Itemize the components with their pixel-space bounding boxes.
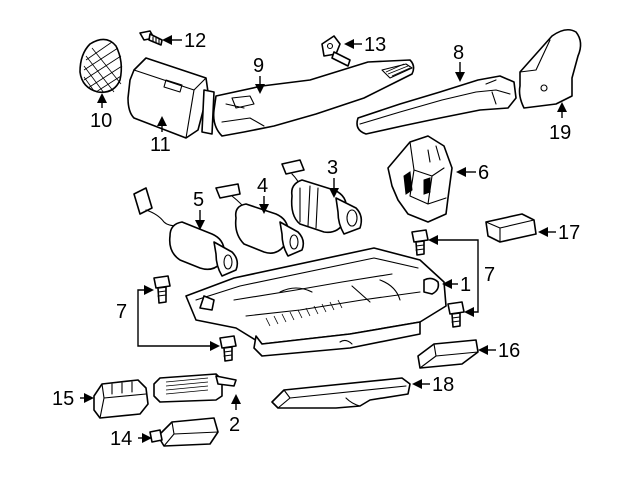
part-16-bracket	[417, 339, 479, 369]
part-12-screw	[139, 30, 163, 46]
callout-12: 12	[184, 30, 206, 52]
callout-6: 6	[478, 162, 489, 184]
part-18-rail	[271, 377, 411, 409]
part-8-trim-strip	[356, 75, 517, 135]
callout-17: 17	[558, 222, 580, 244]
callout-7-right: 7	[484, 264, 495, 286]
part-14-clip	[149, 417, 219, 447]
part-3-motor	[281, 159, 363, 235]
callout-8: 8	[453, 42, 464, 64]
callout-18: 18	[432, 374, 454, 396]
part-7-bolt-left	[153, 275, 171, 304]
part-9-trim-panel	[212, 59, 415, 137]
part-7-bolt-right	[447, 301, 465, 328]
callout-2: 2	[229, 414, 240, 436]
callout-5: 5	[193, 189, 204, 211]
callout-3: 3	[327, 157, 338, 179]
part-2-module	[153, 373, 237, 403]
part-17-pad	[485, 213, 537, 243]
callout-16: 16	[498, 340, 520, 362]
callout-9: 9	[253, 55, 264, 77]
leader-lines	[80, 35, 567, 443]
callout-11: 11	[150, 134, 171, 156]
callout-19: 19	[549, 122, 571, 144]
part-11-cover-panel	[127, 57, 215, 139]
part-13-bolt	[321, 35, 351, 67]
callout-4: 4	[257, 175, 268, 197]
callout-15: 15	[52, 388, 74, 410]
callout-labels: 12 13 10 11 9 8 19 6 3 4 5 17 1 7 7 16 1…	[52, 30, 580, 450]
callout-13: 13	[364, 34, 386, 56]
part-7-bolt-lower	[219, 335, 237, 362]
part-15-guide-block	[93, 379, 149, 419]
callout-14: 14	[110, 428, 132, 450]
part-4-motor	[215, 183, 305, 257]
callout-10: 10	[90, 110, 112, 132]
part-1-seat-track-frame	[185, 247, 447, 357]
part-7-bolt-upper	[411, 229, 429, 256]
part-5-motor	[133, 187, 239, 277]
part-10-mesh-cover	[79, 38, 123, 94]
part-19-side-shield	[518, 28, 582, 109]
part-6-bracket	[387, 135, 453, 223]
callout-7-left: 7	[116, 301, 127, 323]
callout-1: 1	[460, 274, 471, 296]
